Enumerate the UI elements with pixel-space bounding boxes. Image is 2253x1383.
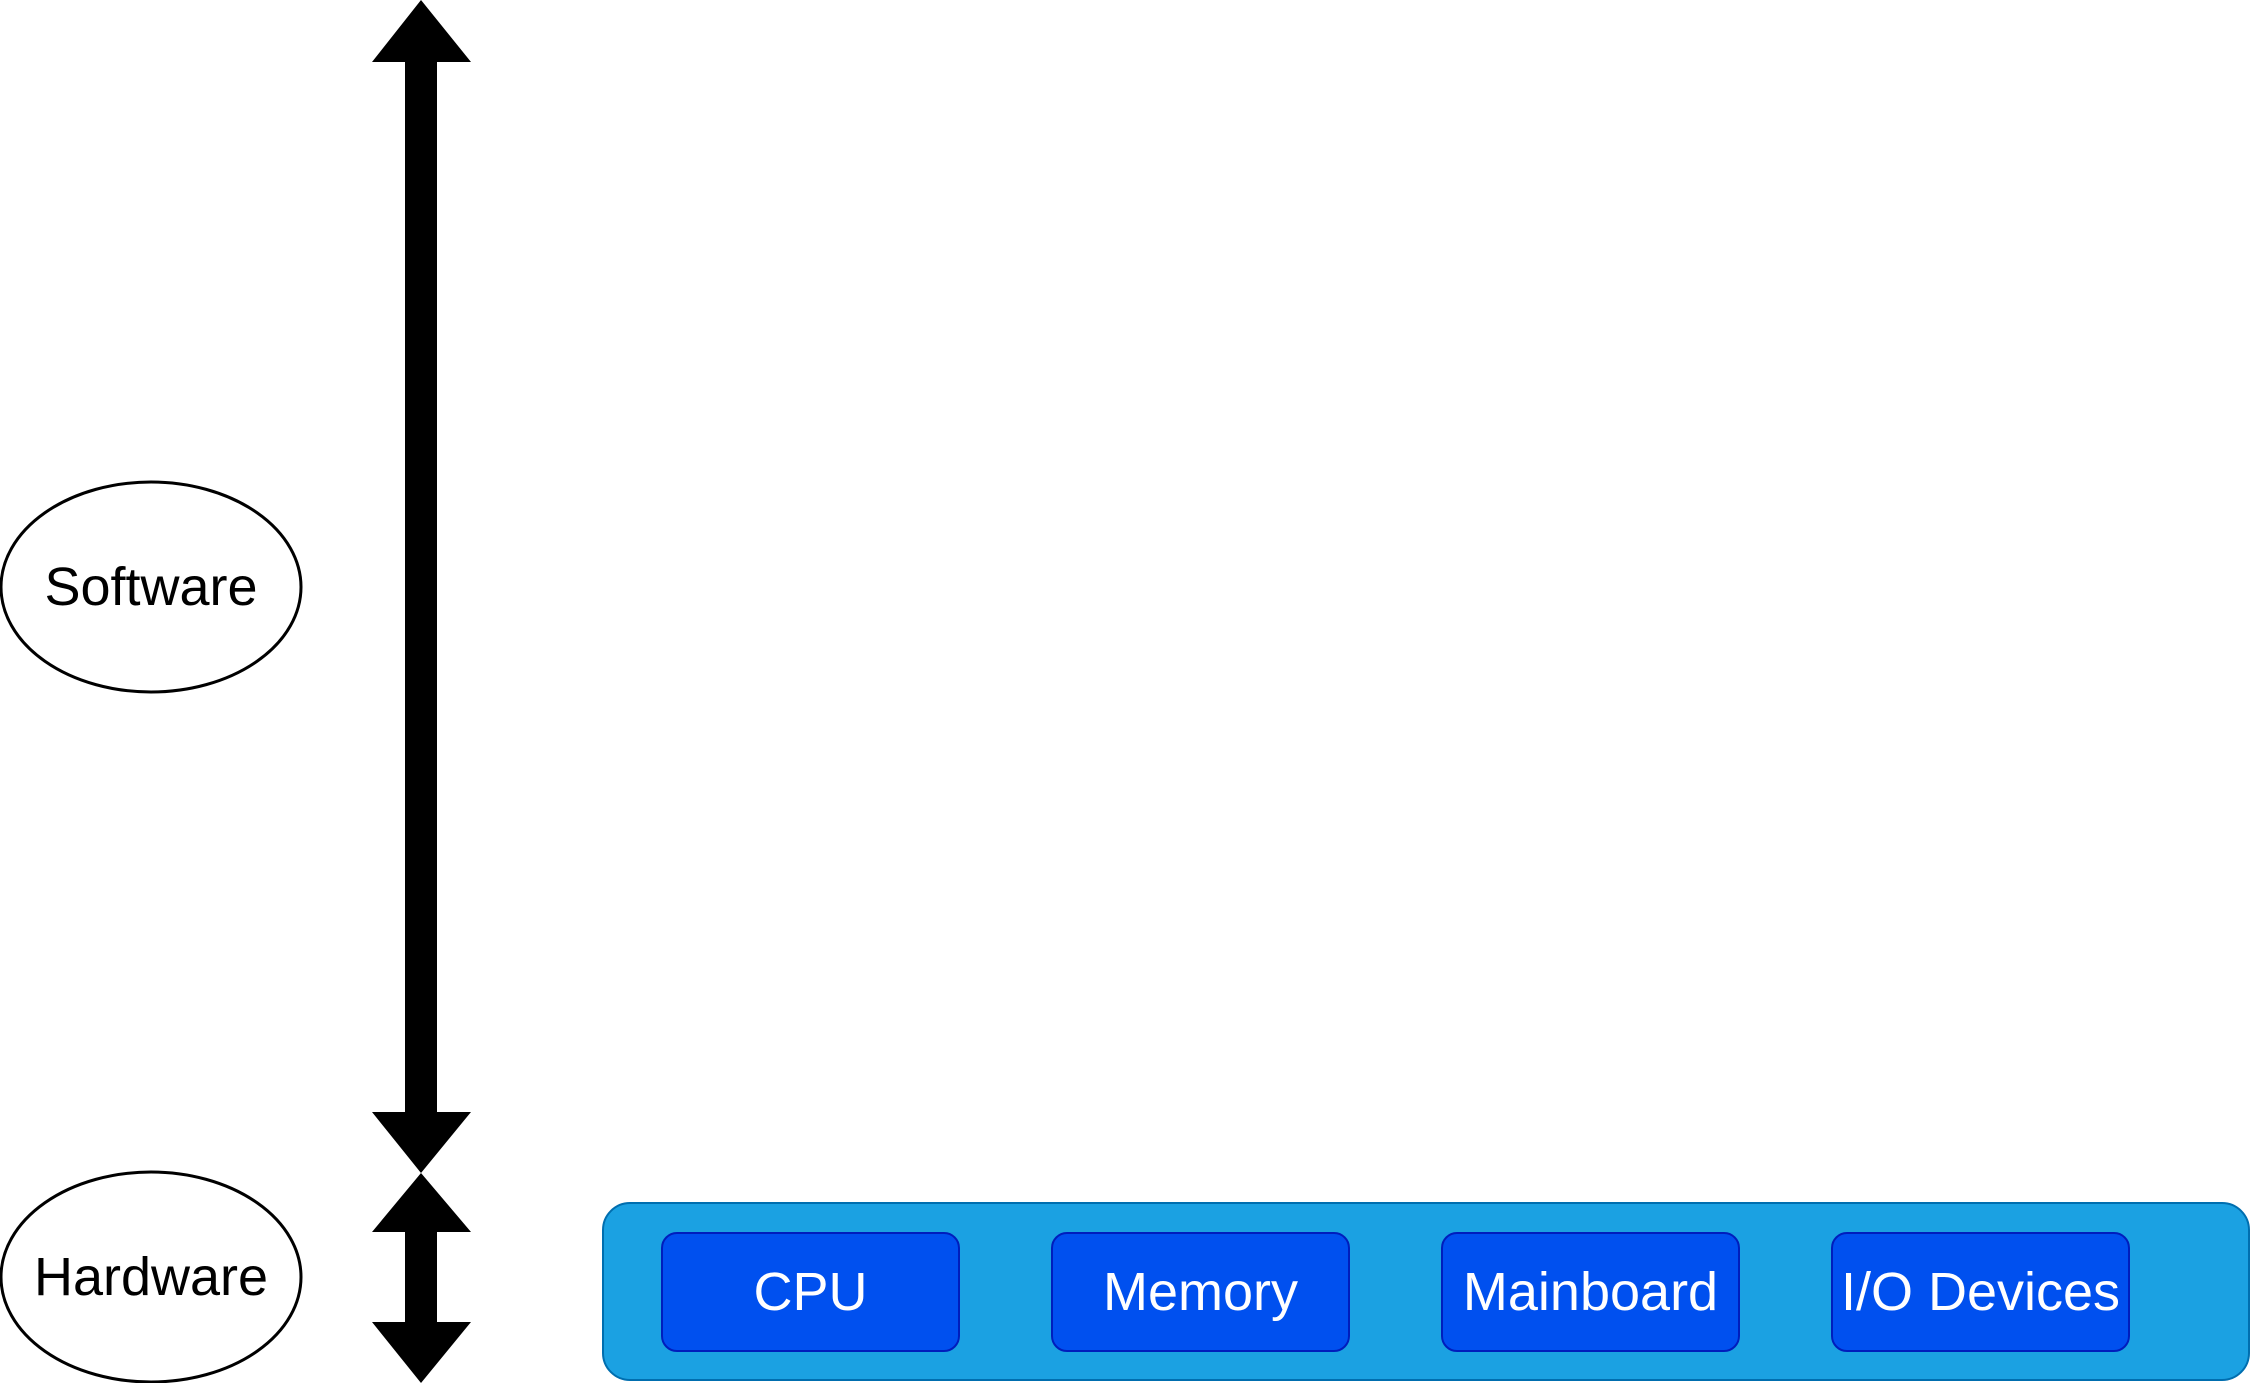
memory-box: Memory (1051, 1232, 1350, 1352)
hardware-range-arrow-icon (372, 1173, 471, 1383)
io-devices-box: I/O Devices (1831, 1232, 2130, 1352)
software-ellipse (0, 480, 303, 694)
software-range-arrow-icon (372, 0, 471, 1173)
hardware-ellipse (0, 1170, 303, 1383)
software-label: Software (44, 557, 258, 617)
cpu-box: CPU (661, 1232, 960, 1352)
hardware-label: Hardware (33, 1247, 269, 1307)
mainboard-box: Mainboard (1441, 1232, 1740, 1352)
